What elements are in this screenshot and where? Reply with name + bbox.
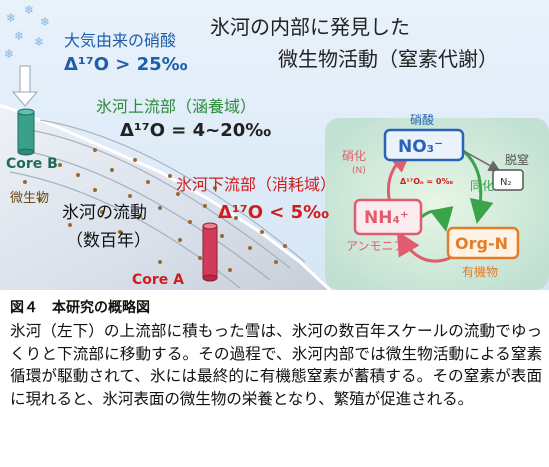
- cycle-no3: NO₃⁻: [398, 137, 443, 157]
- deposition-arrow: [11, 65, 39, 107]
- cycle-nitrate-label: 硝酸: [410, 112, 434, 127]
- cycle-organic: 有機物: [462, 264, 498, 279]
- svg-text:❄: ❄: [34, 35, 44, 49]
- svg-text:❄: ❄: [40, 15, 50, 29]
- cycle-assimilation: 同化: [470, 179, 494, 193]
- core-b-label: Core B: [6, 156, 58, 172]
- cycle-ammonia: アンモニア: [346, 239, 406, 253]
- snowflake-icons: ❄❄❄ ❄❄❄: [4, 3, 50, 61]
- microbe-dots: [23, 148, 287, 272]
- core-b-cylinder: [17, 108, 35, 156]
- downstream-label: 氷河下流部（消耗域）: [176, 175, 336, 194]
- atm-nitrate-value: Δ¹⁷O > 25‰: [64, 54, 188, 75]
- glacier-flow-line2: （数百年）: [66, 231, 151, 251]
- figure-title-line1: 氷河の内部に発見した: [210, 15, 410, 39]
- microbes-label: 微生物: [10, 191, 49, 206]
- cycle-nh4: NH₄⁺: [364, 208, 409, 228]
- atm-nitrate-label: 大気由来の硝酸: [64, 31, 176, 50]
- figure-title-line2: 微生物活動（窒素代謝）: [278, 47, 498, 71]
- cycle-nitrification: 硝化: [342, 149, 366, 163]
- orgn-box: [446, 226, 520, 260]
- figure-caption: 図４ 本研究の概略図 氷河（左下）の上流部に積もった雪は、氷河の数百年スケールの…: [10, 297, 542, 410]
- cycle-denitrification: 脱窒: [505, 152, 529, 167]
- glacier-flow-line1: 氷河の流動: [62, 203, 147, 223]
- no3-box: [383, 128, 465, 162]
- core-a-cylinder: [202, 222, 218, 282]
- cycle-nitrification-n: (N): [352, 166, 366, 176]
- assimilation-arrow: [461, 148, 494, 224]
- glacier-diagram: ❄❄❄ ❄❄❄ 氷河の内部に発見した 微生物活動（窒素代謝） 大気由来の硝酸 Δ…: [0, 0, 549, 290]
- svg-text:❄: ❄: [14, 29, 24, 43]
- cycle-n2: N₂: [500, 177, 512, 188]
- caption-title: 図４ 本研究の概略図: [10, 300, 150, 316]
- denitrification-arrow: [461, 149, 501, 172]
- upstream-label: 氷河上流部（涵養域）: [96, 97, 256, 116]
- core-a-label: Core A: [132, 272, 184, 288]
- cycle-delta-on: Δ¹⁷Oₙ = 0‰: [400, 177, 453, 186]
- svg-text:❄: ❄: [6, 11, 16, 25]
- nh4-box: [353, 198, 423, 236]
- ammonification-arrow: [396, 230, 451, 263]
- svg-text:❄: ❄: [24, 3, 34, 17]
- svg-text:❄: ❄: [4, 47, 14, 61]
- glacier-body: [0, 105, 330, 290]
- upstream-value: Δ¹⁷O = 4~20‰: [120, 120, 271, 141]
- cycle-orgn: Org-N: [455, 234, 508, 253]
- n2-box: [492, 169, 524, 191]
- caption-text: 氷河（左下）の上流部に積もった雪は、氷河の数百年スケールの流動でゆっくりと下流部…: [10, 322, 542, 408]
- downstream-value: Δ¹⁷O < 5‰: [218, 202, 329, 223]
